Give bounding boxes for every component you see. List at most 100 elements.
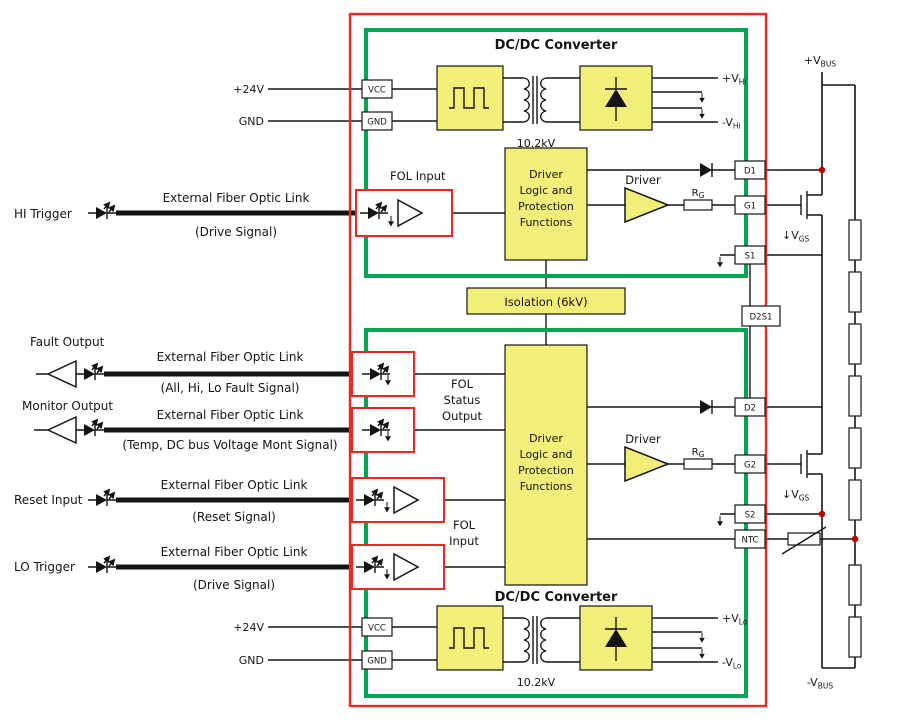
ground-icon [716,515,724,528]
reset-input-label: Reset Input [14,493,83,507]
driver-logic-text: Driver [529,168,563,181]
vgs-label: ↓VGS [782,488,810,503]
out-neg-label: -VHi [722,116,741,131]
fol-input-label: FOL [453,518,476,532]
driver-logic-text: Functions [520,480,573,493]
low-side-dcdc: DC/DC Converter +24V GND VCC GND 10.2kV … [233,590,748,689]
terminal-s1-label: S1 [745,252,756,262]
led-icon [76,420,104,436]
driver-label: Driver [625,173,661,187]
driver-logic-text: Protection [518,464,574,477]
terminal-g2 [734,454,766,474]
fault-output-label: Fault Output [30,335,105,349]
driver-logic-text: Functions [520,216,573,229]
transformer-icon [523,615,547,665]
terminal-d2 [734,397,766,417]
terminal-d1-label: D1 [744,167,756,177]
terminal-d2-label: D2 [744,404,756,414]
terminal-g1 [734,195,766,215]
dcdc-title: DC/DC Converter [495,590,618,605]
resistor-icon [848,616,862,658]
resistor-icon [848,219,862,261]
gnd-terminal [361,111,393,131]
terminal-s1 [734,245,766,265]
receiver-buffer-icon [46,415,77,445]
fiber-link-label: External Fiber Optic Link [161,478,308,492]
terminal-d1 [734,160,766,180]
dc-bus-wires [821,72,856,669]
ground-icon [716,256,724,269]
terminal-s2-label: S2 [745,511,756,521]
receiver-buffer-icon [46,359,77,389]
fol-input-label: FOL Input [390,169,446,183]
fol-input-label: Input [449,534,479,548]
high-side-section [364,28,748,278]
low-side-dcdc-wires [268,617,718,663]
io-row-fault-output: Fault Output External Fiber Optic Link (… [30,335,303,395]
fiber-link-label: External Fiber Optic Link [157,408,304,422]
driver-label: Driver [625,432,661,446]
ground-icon [698,92,706,104]
module-boundary [348,12,768,708]
led-icon [88,490,116,506]
bus-resistor-divider [848,219,862,658]
resistor-icon [848,323,862,365]
gate-resistor-icon [683,199,713,211]
resistor-icon [848,564,862,606]
gnd-terminal [361,650,393,670]
driver-logic-text: Protection [518,200,574,213]
ground-icon [698,108,706,120]
junction-dot [818,510,826,518]
gate-resistor-icon [683,458,713,470]
supply-24v-label: +24V [233,621,264,634]
gnd-terminal-label: GND [367,657,387,667]
led-icon [76,364,104,380]
supply-24v-label: +24V [233,83,264,96]
supply-gnd-label: GND [239,115,264,128]
driver-logic-text: Logic and [520,448,573,461]
high-side-dcdc: DC/DC Converter +24V GND VCC GND 10.2kV … [233,38,746,150]
monitor-output-label: Monitor Output [22,399,113,413]
dc-bus: +VBUS -VBUS [804,54,862,691]
ground-icon [698,648,706,660]
led-icon [88,203,116,219]
fiber-link-label: External Fiber Optic Link [157,350,304,364]
transformer-rating: 10.2kV [517,676,556,689]
low-side-driver-wires [384,373,855,568]
vcc-terminal [361,79,393,99]
resistor-icon [848,375,862,417]
gnd-terminal-label: GND [367,118,387,128]
ground-icon [698,632,706,644]
isolation-label: Isolation (6kV) [504,295,587,309]
fol-status-label: Status [444,393,481,407]
terminal-s2 [734,504,766,524]
io-row-reset-input: Reset Input External Fiber Optic Link (R… [14,478,307,524]
io-row-monitor-output: Monitor Output External Fiber Optic Link… [22,399,338,452]
terminal-ntc [734,529,766,549]
io-row-hi-trigger: HI Trigger External Fiber Optic Link (Dr… [14,191,309,239]
io-row-lo-trigger: LO Trigger External Fiber Optic Link (Dr… [14,545,307,592]
lo-trigger-label: LO Trigger [14,560,75,574]
chopper-block [436,65,504,131]
led-icon [88,557,116,573]
driver-logic-block [504,344,588,586]
supply-gnd-label: GND [239,654,264,667]
junction-dot [818,166,826,174]
junction-dot [851,535,859,543]
terminal-ntc-label: NTC [742,536,759,546]
thermistor-icon [787,532,821,546]
fiber-link-label: External Fiber Optic Link [161,545,308,559]
isolation-block: Isolation (6kV) D2S1 [466,287,781,327]
diode-icon [699,399,713,415]
resistor-icon [848,479,862,521]
fiber-link-label: External Fiber Optic Link [163,191,310,205]
vcc-terminal [361,617,393,637]
diode-icon [699,162,713,178]
resistor-icon [848,427,862,469]
driver-amp-icon [624,445,671,483]
out-pos-label: +VHi [722,72,746,87]
thermistor-slash [781,526,827,555]
terminal-d2s1-label: D2S1 [750,313,773,323]
vgs-label: ↓VGS [782,229,810,244]
